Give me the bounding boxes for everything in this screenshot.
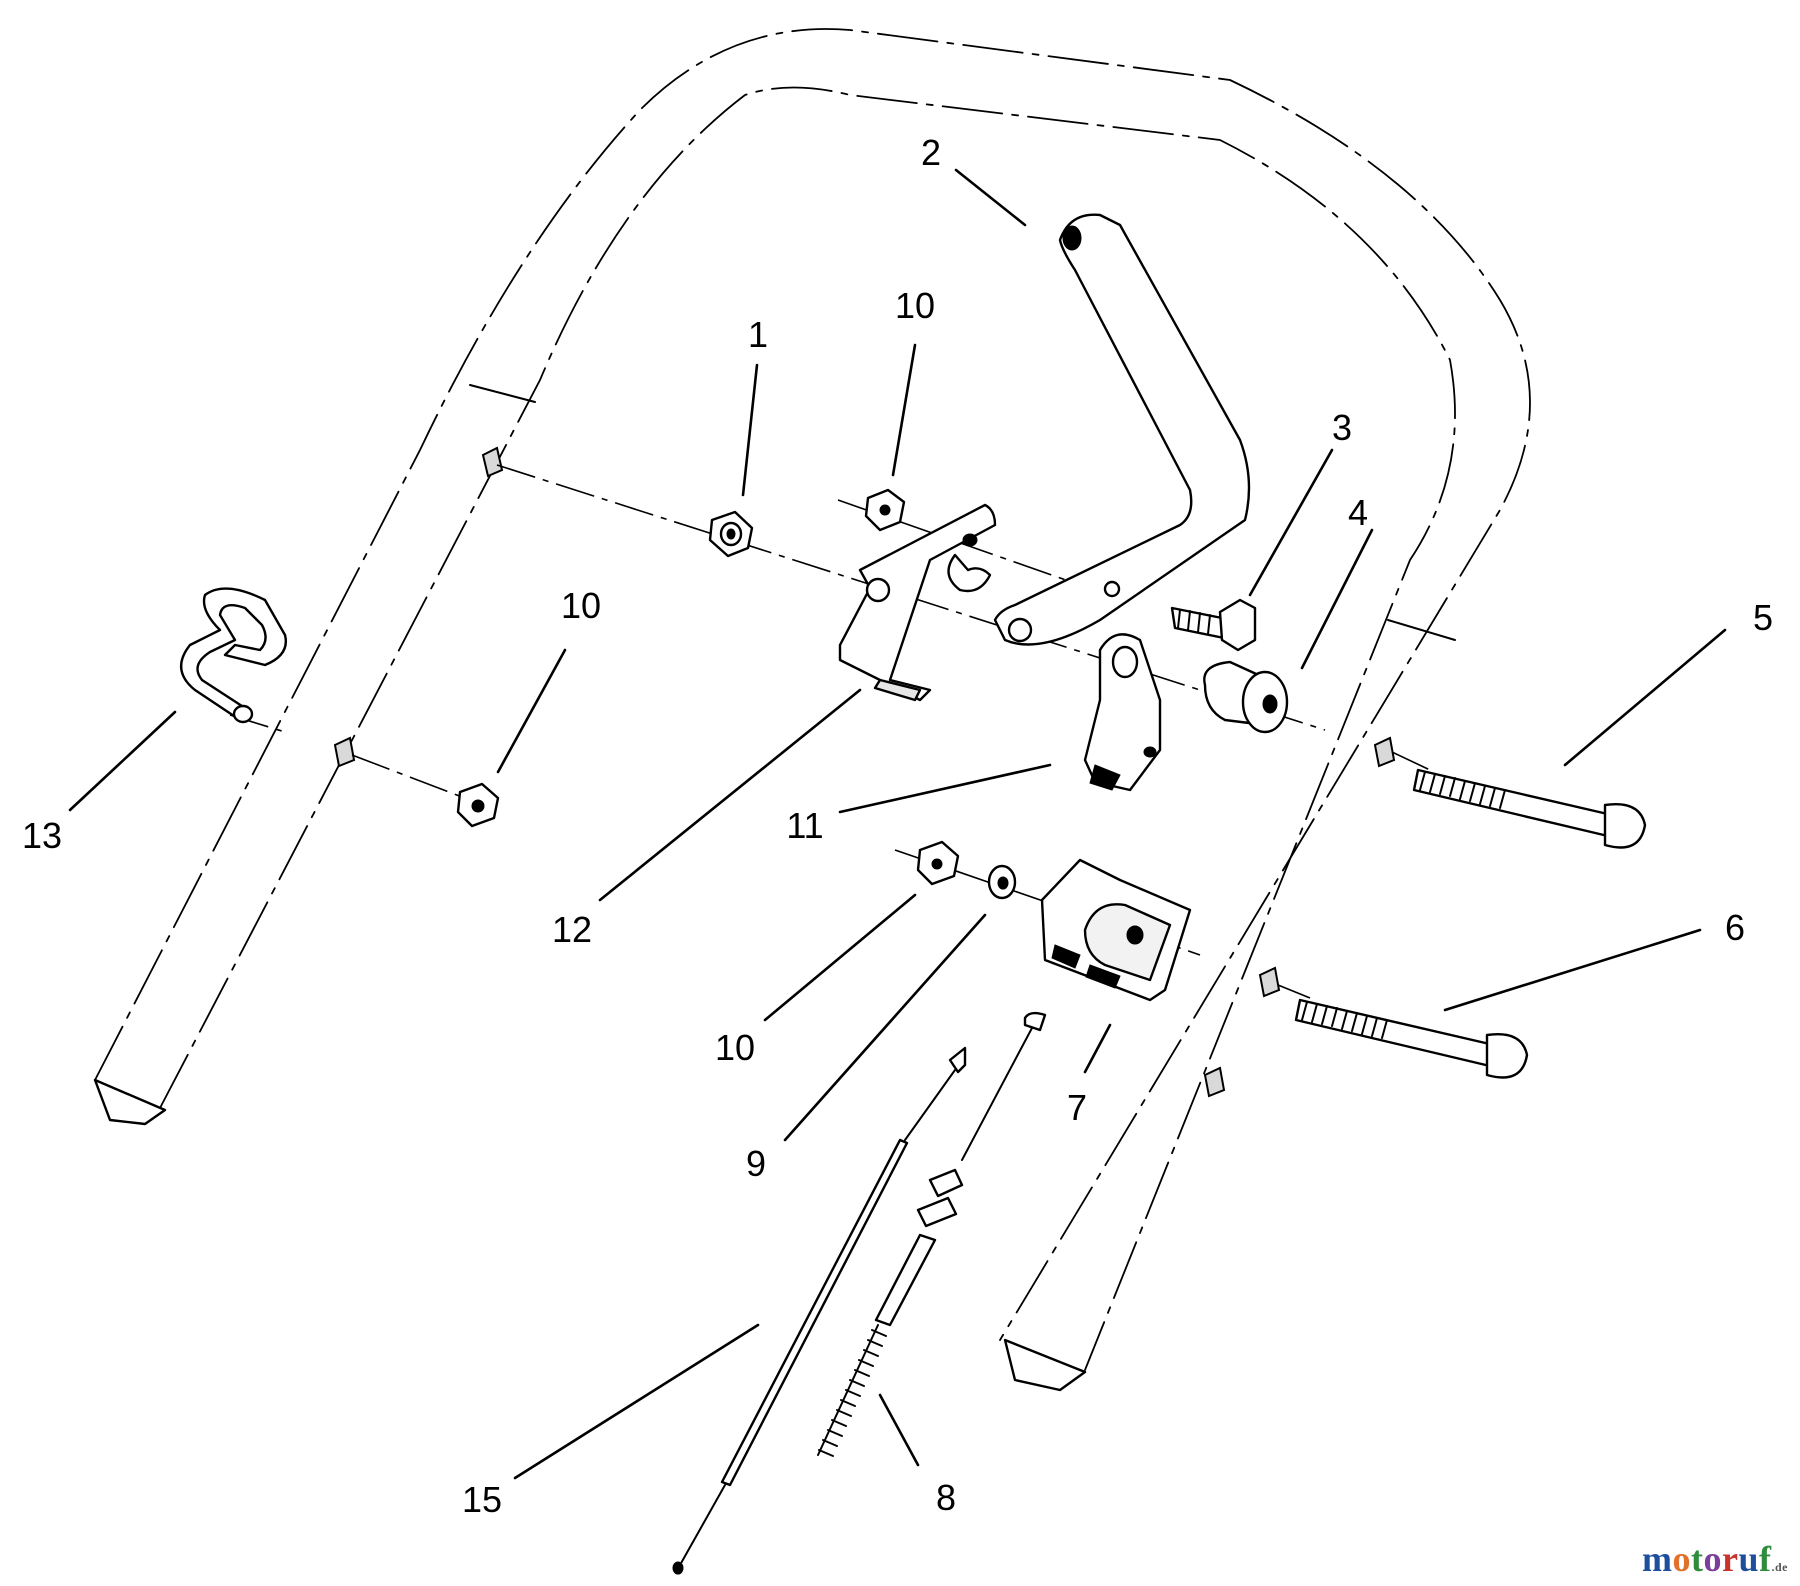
callout-4: 4 [1348,492,1368,533]
part-6-carriage-bolt [1294,998,1529,1079]
part-10-nut-lower [916,840,960,886]
assembly-lines [229,464,1431,999]
part-8-cable-spring [817,1011,1047,1457]
callout-9: 9 [746,1143,766,1184]
part-10-nut-upper [864,488,906,532]
part-3-bolt [1170,598,1257,652]
callout-1: 1 [748,314,768,355]
handle-tube [93,28,1531,1392]
part-12-bracket [838,503,997,702]
callout-5: 5 [1753,597,1773,638]
part-7-cable-block [1040,858,1192,1002]
part-2-control-bail [993,213,1251,646]
leader-lines [68,168,1727,1480]
callout-10-upper: 10 [895,285,935,326]
part-10-nut-left [456,782,500,828]
callout-10-lower: 10 [715,1027,755,1068]
callout-13: 13 [22,815,62,856]
part-15-cable [672,1046,967,1575]
callout-6: 6 [1725,907,1745,948]
callout-15: 15 [462,1479,502,1520]
part-5-carriage-bolt [1412,768,1647,849]
part-11-lever [1083,633,1162,792]
callout-3: 3 [1332,407,1352,448]
callout-2: 2 [921,132,941,173]
callout-11: 11 [786,805,823,846]
callout-8: 8 [936,1477,956,1518]
callouts: 2 1 10 3 4 5 6 7 8 9 10 10 11 12 13 15 [22,132,1773,1520]
watermark-logo: motoruf.de [1641,1539,1788,1579]
part-1-flange-nut [708,510,754,558]
callout-10-left: 10 [561,585,601,626]
callout-12: 12 [552,909,592,950]
part-4-spacer [1203,660,1289,734]
part-13-rod-hook [180,587,287,724]
part-9-washer [987,864,1017,900]
callout-7: 7 [1067,1087,1087,1128]
